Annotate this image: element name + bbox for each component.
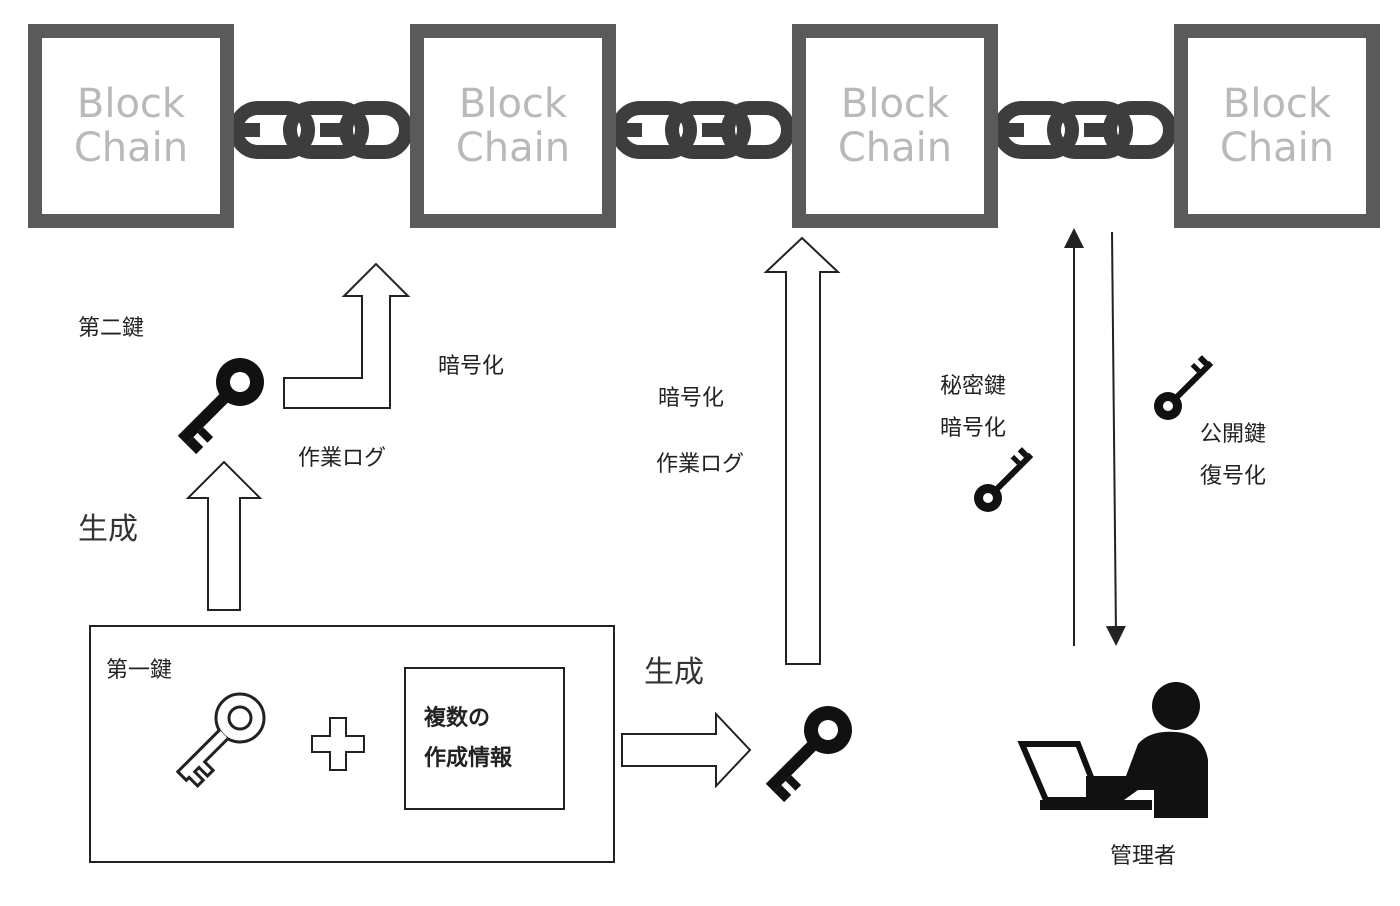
- work-log-label: 作業ログ: [298, 446, 387, 471]
- chain-link-icon: [993, 101, 1177, 159]
- encrypt-label: 暗号化: [940, 416, 1007, 441]
- arrow-right-icon: [621, 711, 752, 789]
- key-icon: [1154, 355, 1214, 420]
- block-label: Block: [1222, 81, 1332, 127]
- first-key-box: [89, 625, 615, 863]
- block-label: Chain: [837, 125, 953, 171]
- chain-link-icon: [611, 101, 795, 159]
- arrow-down-thin: [1105, 231, 1126, 646]
- generate-label: 生成: [644, 655, 704, 690]
- encrypt-label: 暗号化: [438, 354, 505, 379]
- decrypt-label: 復号化: [1200, 464, 1267, 489]
- admin-laptop-icon: [1017, 682, 1208, 818]
- encrypt-label: 暗号化: [658, 386, 725, 411]
- block-label: Chain: [1219, 125, 1335, 171]
- arrow-up-long-icon: [763, 236, 841, 665]
- private-key-label: 秘密鍵: [940, 374, 1007, 399]
- block-label: Block: [458, 81, 568, 127]
- block-label: Chain: [455, 125, 571, 171]
- arrow-up-icon: [185, 460, 263, 611]
- info-label-line1: 複数の: [424, 706, 491, 731]
- block-label: Chain: [73, 125, 189, 171]
- info-label-line2: 作成情報: [424, 746, 513, 771]
- block-label: Block: [840, 81, 950, 127]
- info-box: [404, 667, 565, 810]
- key-icon: [974, 447, 1034, 512]
- block-label: Block: [76, 81, 186, 127]
- work-log-label: 作業ログ: [656, 452, 745, 477]
- public-key-label: 公開鍵: [1200, 422, 1267, 447]
- admin-label: 管理者: [1110, 844, 1177, 869]
- key-outline-icon: [175, 692, 266, 789]
- first-key-label: 第一鍵: [106, 658, 173, 683]
- generate-label: 生成: [78, 512, 138, 547]
- key-icon: [765, 706, 852, 803]
- chain-link-icon: [229, 101, 413, 159]
- second-key-label: 第二鍵: [78, 316, 145, 341]
- plus-icon: [311, 717, 365, 771]
- key-icon: [177, 358, 264, 455]
- arrow-bend-up-icon: [283, 262, 411, 409]
